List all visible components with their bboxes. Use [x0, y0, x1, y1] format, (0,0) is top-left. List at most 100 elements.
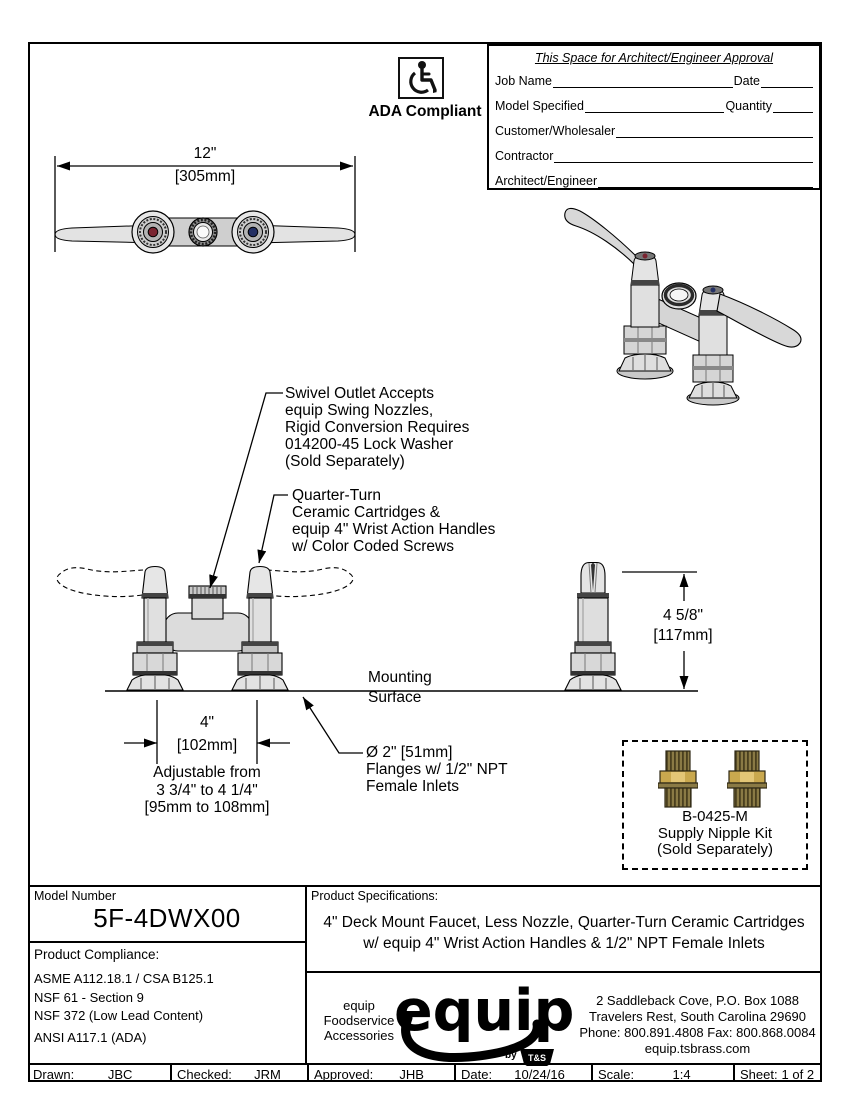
architect-fill-line	[598, 174, 813, 188]
scale-label: Scale:	[598, 1066, 635, 1082]
swivel-line-4: 014200-45 Lock Washer	[285, 436, 454, 453]
titleblock-top-line	[28, 885, 822, 887]
sheet-border	[28, 42, 822, 1082]
flanges-line-2: Flanges w/ 1/2" NPT	[366, 761, 508, 778]
tagline-line-2: Foodservice	[323, 1013, 395, 1028]
flanges-line-3: Female Inlets	[366, 778, 460, 795]
callout-flanges: Ø 2" [51mm] Flanges w/ 1/2" NPT Female I…	[366, 744, 508, 795]
dim-adjustable-note: Adjustable from 3 3/4" to 4 1/4" [95mm t…	[118, 764, 296, 817]
dim-height-mm: [117mm]	[653, 627, 713, 644]
flanges-line-1: Ø 2" [51mm]	[366, 744, 453, 761]
model-number-value: 5F-4DWX00	[93, 903, 241, 933]
model-specified-label: Model Specified	[495, 99, 584, 113]
swivel-line-5: (Sold Separately)	[285, 453, 405, 470]
date-label: Date	[733, 74, 760, 88]
address-line-2: Travelers Rest, South Carolina 29690	[588, 1009, 807, 1024]
swivel-line-1: Swivel Outlet Accepts	[285, 385, 435, 402]
compliance-item-4: ANSI A117.1 (ADA)	[34, 1029, 147, 1045]
quarter-line-1: Quarter-Turn	[292, 487, 382, 504]
job-name-label: Job Name	[495, 74, 552, 88]
job-name-fill-line	[552, 74, 733, 88]
drawn-value: JBC	[107, 1066, 133, 1082]
drawn-label: Drawn:	[33, 1066, 75, 1082]
supply-nipple-left	[658, 750, 698, 808]
approval-row-customer: Customer/Wholesaler	[489, 115, 819, 140]
logo-by-text: by	[505, 1050, 517, 1061]
compliance-item-2: NSF 61 - Section 9	[34, 989, 144, 1005]
approval-row-architect: Architect/Engineer	[489, 165, 819, 190]
dim-height-in: 4 5/8"	[663, 607, 703, 624]
footer-approved: Approved: JHB	[307, 1065, 454, 1082]
footer-date: Date: 10/24/16	[454, 1065, 591, 1082]
nipple-kit-model: B-0425-M	[682, 808, 748, 825]
adjustable-line-2: 3 3/4" to 4 1/4"	[156, 781, 258, 799]
adjustable-line-3: [95mm to 108mm]	[144, 799, 270, 816]
footer-drawn: Drawn: JBC	[28, 1065, 170, 1082]
footer-checked: Checked: JRM	[170, 1065, 307, 1082]
model-divider-line	[28, 941, 307, 943]
contractor-fill-line	[554, 149, 813, 163]
titleblock-column-line	[305, 885, 307, 1063]
supply-nipple-right	[727, 750, 767, 808]
specs-line-2: w/ equip 4" Wrist Action Handles & 1/2" …	[363, 935, 765, 952]
dim-centers-mm: [102mm]	[176, 737, 238, 754]
compliance-item-1: ASME A112.18.1 / CSA B125.1	[34, 971, 214, 986]
address-line-1: 2 Saddleback Cove, P.O. Box 1088	[596, 993, 799, 1008]
dim-width-mm: [305mm]	[174, 168, 236, 185]
approval-title: This Space for Architect/Engineer Approv…	[534, 51, 774, 65]
approval-row-contractor: Contractor	[489, 140, 819, 165]
approved-label: Approved:	[314, 1066, 374, 1082]
customer-fill-line	[616, 124, 813, 138]
compliance-list: ASME A112.18.1 / CSA B125.1 NSF 61 - Sec…	[34, 970, 214, 1047]
compliance-item-3: NSF 372 (Low Lead Content)	[34, 1008, 204, 1023]
tagline-line-3: Accessories	[323, 1028, 395, 1043]
dim-width-in: 12"	[193, 145, 217, 162]
quantity-fill-line	[773, 99, 813, 113]
scale-value: 1:4	[672, 1066, 691, 1082]
compliance-label: Product Compliance:	[34, 947, 160, 962]
company-address: 2 Saddleback Cove, P.O. Box 1088 Travele…	[575, 993, 820, 1057]
quantity-label: Quantity	[725, 99, 772, 113]
ada-wheelchair-icon	[398, 57, 444, 99]
approval-box: This Space for Architect/Engineer Approv…	[487, 44, 821, 190]
equip-logo-text: equip	[394, 978, 574, 1044]
callout-quarter-turn: Quarter-Turn Ceramic Cartridges & equip …	[292, 487, 495, 555]
contractor-label: Contractor	[495, 149, 554, 163]
date-fill-line	[761, 74, 813, 88]
dim-centers-in: 4"	[199, 714, 215, 731]
supply-nipple-kit-text: B-0425-M Supply Nipple Kit (Sold Separat…	[624, 808, 806, 859]
mounting-surface-label-1: Mounting	[368, 669, 432, 686]
nipple-kit-name: Supply Nipple Kit	[657, 824, 773, 842]
specs-divider-line	[305, 971, 822, 973]
approved-value: JHB	[399, 1066, 424, 1082]
footer-sheet: Sheet: 1 of 2	[733, 1065, 822, 1082]
front-view-drawing	[56, 565, 354, 691]
swivel-line-3: Rigid Conversion Requires	[285, 419, 470, 436]
date-value-label: Date:	[461, 1066, 493, 1082]
swivel-line-2: equip Swing Nozzles,	[285, 402, 434, 419]
perspective-view-drawing	[564, 207, 802, 406]
specs-label: Product Specifications:	[311, 889, 439, 903]
address-line-4: equip.tsbrass.com	[644, 1041, 751, 1056]
ts-shield-icon	[520, 1049, 554, 1066]
ada-compliant-label: ADA Compliant	[368, 103, 482, 120]
checked-value: JRM	[254, 1066, 281, 1082]
checked-label: Checked:	[177, 1066, 232, 1082]
specs-text: 4" Deck Mount Faucet, Less Nozzle, Quart…	[309, 912, 819, 954]
model-number-label: Model Number	[34, 889, 116, 903]
dim-height: 4 5/8" [117mm]	[640, 606, 726, 646]
callout-swivel-outlet: Swivel Outlet Accepts equip Swing Nozzle…	[285, 385, 469, 470]
approval-row-model: Model Specified Quantity	[489, 90, 819, 115]
tagline-line-1: equip	[343, 998, 375, 1013]
model-fill-line	[584, 99, 725, 113]
nipple-kit-note: (Sold Separately)	[657, 841, 773, 858]
architect-label: Architect/Engineer	[495, 174, 598, 188]
customer-label: Customer/Wholesaler	[495, 124, 616, 138]
specs-line-1: 4" Deck Mount Faucet, Less Nozzle, Quart…	[323, 914, 805, 931]
drawing-footer: Drawn: JBC Checked: JRM Approved: JHB Da…	[28, 1063, 822, 1082]
sheet-label: Sheet:	[740, 1066, 778, 1082]
side-view-drawing	[564, 561, 622, 691]
mounting-surface-label-2: Surface	[368, 689, 422, 706]
adjustable-line-1: Adjustable from	[153, 764, 261, 781]
